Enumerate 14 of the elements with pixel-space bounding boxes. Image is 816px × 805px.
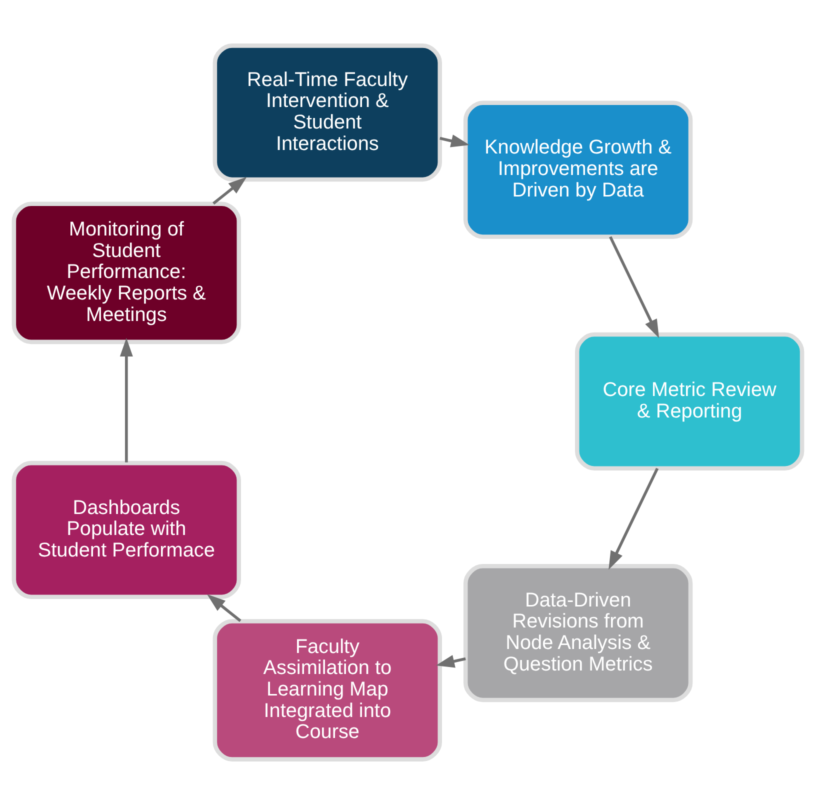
node-box: Dashboards Populate with Student Performace [12,460,241,600]
node-box: Real-Time Faculty Intervention & Student Interactions [212,44,442,182]
arrow [609,236,660,338]
arrow [436,655,466,668]
node-box: Core Metric Review & Reporting [575,332,804,470]
node-box: Data-Driven Revisions from Node Analysis & Question Metrics [463,564,693,702]
arrow [212,176,247,205]
node-box: Monitoring of Student Performance: Weekly Reports & Meetings [12,202,241,344]
arrow [207,594,242,622]
node-box: Knowledge Growth & Improvements are Driven by Data [463,100,693,239]
arrow [608,468,659,570]
arrow [440,134,470,148]
arrow [120,338,133,462]
node-box: Faculty Assimilation to Learning Map Integrated into Course [212,619,442,762]
